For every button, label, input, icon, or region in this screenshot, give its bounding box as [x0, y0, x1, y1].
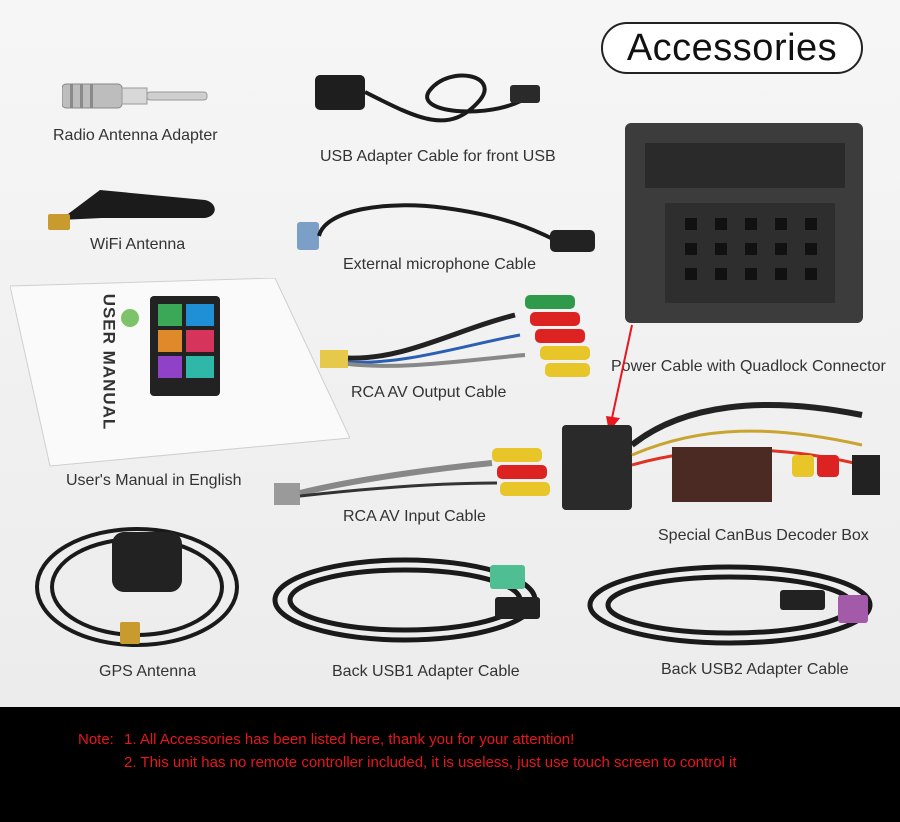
item-label: Special CanBus Decoder Box	[658, 527, 869, 544]
page-title-text: Accessories	[626, 26, 838, 69]
note-bar	[0, 707, 900, 822]
microphone-cable-image	[297, 203, 595, 252]
note-line-2: 2. This unit has no remote controller in…	[124, 754, 737, 771]
item-label: GPS Antenna	[99, 663, 196, 680]
page-title: Accessories	[601, 22, 863, 74]
antenna-adapter-image	[62, 83, 208, 109]
item-label: RCA AV Output Cable	[351, 384, 507, 401]
item-label: RCA AV Input Cable	[343, 508, 486, 525]
item-label: USB Adapter Cable for front USB	[320, 148, 556, 165]
canbus-decoder-image	[562, 402, 880, 510]
item-label: Back USB1 Adapter Cable	[332, 663, 520, 680]
item-label: User's Manual in English	[66, 472, 242, 489]
item-label: WiFi Antenna	[90, 236, 186, 253]
usb-cable-image	[315, 73, 540, 123]
user-manual-image	[10, 278, 350, 467]
item-label: Power Cable with Quadlock Connector	[611, 358, 886, 375]
usb1-cable-image	[272, 557, 540, 643]
note-line-1: 1. All Accessories has been listed here,…	[124, 731, 575, 748]
gps-antenna-image	[35, 527, 239, 647]
rca-input-cable-image	[274, 448, 550, 505]
item-label: External microphone Cable	[343, 256, 536, 273]
manual-cover-text: USER MANUAL	[99, 293, 119, 431]
usb2-cable-image	[587, 564, 873, 646]
wifi-antenna-image	[48, 190, 215, 230]
quadlock-connector-image	[625, 123, 863, 323]
item-label: Radio Antenna Adapter	[53, 127, 218, 144]
item-label: Back USB2 Adapter Cable	[661, 661, 849, 678]
rca-output-cable-image	[320, 295, 590, 377]
note-prefix: Note:	[78, 731, 114, 748]
